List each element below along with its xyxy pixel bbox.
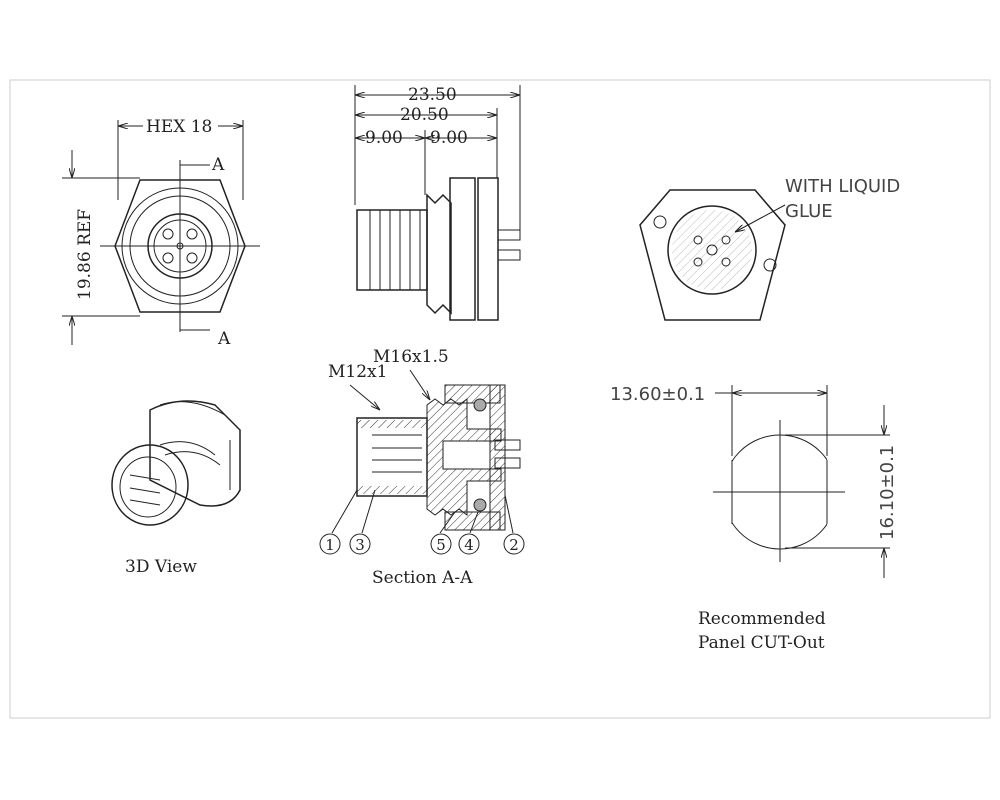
svg-text:2: 2 [509, 536, 519, 554]
height-label: 19.86 REF [75, 209, 95, 300]
section-view: M12x1 M16x1.5 1 3 5 4 2 Section A-A [319, 347, 525, 588]
drawing-frame [9, 79, 991, 719]
callout-5: 5 [430, 533, 452, 555]
cutout-caption-line1: Recommended [698, 609, 826, 629]
callout-3: 3 [349, 533, 371, 555]
panel-cutout: 13.60±0.1 16.10±0.1 Recommended Panel CU… [610, 384, 898, 653]
thread-large-label: M16x1.5 [373, 347, 449, 367]
dim-body: 20.50 [400, 105, 449, 125]
cutout-caption-line2: Panel CUT-Out [698, 633, 825, 653]
section-mark-bottom: A [217, 329, 231, 349]
dim-left: 9.00 [365, 128, 403, 148]
side-view: 23.50 20.50 9.00 9.00 [354, 85, 521, 321]
rear-view: WITH LIQUID GLUE [639, 176, 900, 321]
callout-2: 2 [503, 533, 525, 555]
front-view: HEX 18 A A 19.86 REF [62, 117, 260, 349]
svg-text:5: 5 [436, 536, 446, 554]
svg-text:1: 1 [325, 536, 335, 554]
3d-view-caption: 3D View [125, 557, 197, 577]
cutout-height-label: 16.10±0.1 [877, 445, 898, 540]
callout-1: 1 [319, 533, 341, 555]
callout-4: 4 [458, 533, 480, 555]
hex-label: HEX 18 [146, 117, 212, 137]
section-caption: Section A-A [372, 568, 473, 588]
glue-note-line1: WITH LIQUID [785, 176, 900, 197]
section-mark-top: A [211, 155, 225, 175]
3d-view: 3D View [111, 400, 241, 577]
svg-text:4: 4 [464, 536, 474, 554]
cutout-width-label: 13.60±0.1 [610, 384, 705, 405]
dim-right: 9.00 [430, 128, 468, 148]
dim-overall: 23.50 [408, 85, 457, 105]
glue-note-line2: GLUE [785, 201, 833, 222]
svg-text:3: 3 [355, 536, 365, 554]
thread-small-label: M12x1 [328, 362, 387, 382]
